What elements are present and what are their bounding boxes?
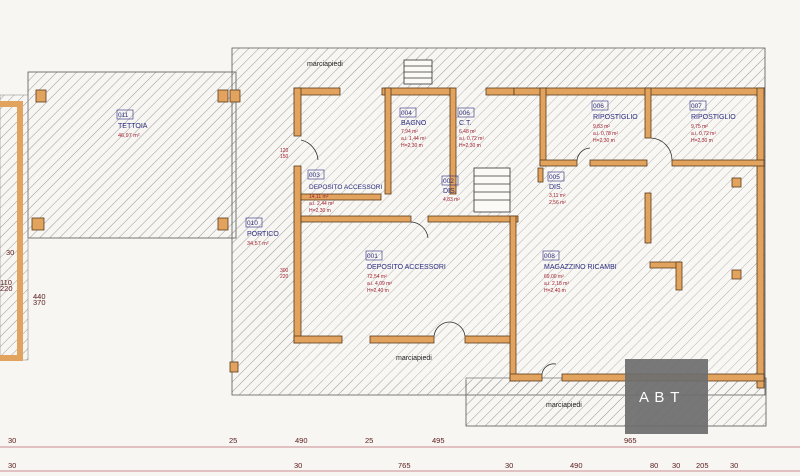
svg-text:30: 30 — [8, 436, 16, 445]
dimension-row-2: 30 30 765 30 490 80 30 205 30 — [8, 461, 738, 470]
svg-text:30: 30 — [6, 248, 14, 257]
svg-text:30: 30 — [8, 461, 16, 470]
svg-text:a.i. 4,09 m²: a.i. 4,09 m² — [367, 281, 392, 287]
svg-text:72,54 m²: 72,54 m² — [367, 274, 387, 280]
sidewalk-labels: marciapiedi marciapiedi marciapiedi — [307, 61, 582, 409]
svg-text:a.i. 2,44 m²: a.i. 2,44 m² — [309, 201, 334, 207]
svg-text:DEPOSITO ACCESSORI: DEPOSITO ACCESSORI — [367, 264, 446, 271]
svg-text:495: 495 — [432, 436, 445, 445]
svg-text:25: 25 — [365, 436, 373, 445]
svg-text:003: 003 — [309, 172, 320, 179]
svg-text:110: 110 — [0, 278, 12, 287]
svg-text:80: 80 — [650, 461, 658, 470]
abt-logo-text: A B T — [639, 389, 681, 406]
svg-text:46,97 m²: 46,97 m² — [118, 133, 140, 139]
svg-text:H=2,40 m: H=2,40 m — [367, 288, 389, 294]
side-dimensions: 120 150 300 220 110 220 440 370 30 — [0, 148, 289, 307]
svg-text:150: 150 — [280, 154, 289, 160]
svg-text:a.i. 0,72 m²: a.i. 0,72 m² — [459, 136, 484, 142]
svg-text:006: 006 — [593, 103, 604, 110]
svg-text:30: 30 — [294, 461, 302, 470]
svg-text:DIS.: DIS. — [549, 184, 563, 191]
abt-logo: A B T — [625, 359, 708, 434]
svg-text:DIS.: DIS. — [443, 188, 457, 195]
svg-text:H=2,30 m: H=2,30 m — [309, 208, 331, 214]
doors — [300, 137, 673, 375]
svg-text:001: 001 — [367, 253, 378, 260]
svg-text:25: 25 — [229, 436, 237, 445]
svg-text:DEPOSITO ACCESSORI: DEPOSITO ACCESSORI — [309, 184, 382, 191]
svg-text:H=2,30 m: H=2,30 m — [593, 138, 615, 144]
svg-text:004: 004 — [401, 110, 412, 117]
svg-text:BAGNO: BAGNO — [401, 120, 427, 127]
svg-text:9,83 m²: 9,83 m² — [593, 124, 610, 130]
svg-text:370: 370 — [33, 298, 46, 307]
svg-text:a.i. 0,72 m²: a.i. 0,72 m² — [691, 131, 716, 137]
svg-text:a.i. 2,18 m²: a.i. 2,18 m² — [544, 281, 569, 287]
svg-text:H=2,30 m: H=2,30 m — [459, 143, 481, 149]
svg-text:010: 010 — [247, 220, 258, 227]
svg-text:007: 007 — [691, 103, 702, 110]
svg-text:120: 120 — [280, 148, 289, 154]
room-008: 008 MAGAZZINO RICAMBI 69,00 m² a.i. 2,18… — [542, 250, 617, 294]
svg-text:MAGAZZINO RICAMBI: MAGAZZINO RICAMBI — [544, 264, 617, 271]
svg-text:TETTOIA: TETTOIA — [118, 123, 148, 130]
room-006-ripostiglio: 006 RIPOSTIGLIO 9,83 m² a.i. 0,78 m² H=2… — [591, 100, 638, 144]
room-007: 007 RIPOSTIGLIO 9,75 m² a.i. 0,72 m² H=2… — [689, 100, 736, 144]
svg-text:005: 005 — [549, 174, 560, 181]
svg-text:14,11 m²: 14,11 m² — [309, 194, 329, 200]
room-004: 004 BAGNO 7,94 m² a.i. 1,44 m² H=2,30 m — [399, 107, 427, 149]
svg-text:7,94 m²: 7,94 m² — [401, 129, 418, 135]
svg-text:34,57 m²: 34,57 m² — [247, 241, 269, 247]
svg-text:marciapiedi: marciapiedi — [396, 355, 432, 362]
svg-text:002: 002 — [443, 178, 454, 185]
svg-text:30: 30 — [672, 461, 680, 470]
svg-text:C.T.: C.T. — [459, 120, 472, 127]
room-010: 010 PORTICO 34,57 m² — [245, 217, 279, 247]
svg-text:RIPOSTIGLIO: RIPOSTIGLIO — [593, 114, 638, 121]
room-002: 002 DIS. 4,83 m² — [441, 175, 460, 203]
svg-text:006: 006 — [459, 110, 470, 117]
room-011: 011 TETTOIA 46,97 m² — [116, 109, 148, 139]
svg-text:6,48 m²: 6,48 m² — [459, 129, 476, 135]
svg-text:4,83 m²: 4,83 m² — [443, 197, 460, 203]
svg-text:300: 300 — [280, 268, 289, 274]
svg-text:RIPOSTIGLIO: RIPOSTIGLIO — [691, 114, 736, 121]
svg-text:marciapiedi: marciapiedi — [307, 61, 343, 68]
svg-text:marciapiedi: marciapiedi — [546, 402, 582, 409]
svg-text:PORTICO: PORTICO — [247, 231, 279, 238]
svg-text:30: 30 — [730, 461, 738, 470]
room-005: 005 DIS. 3,11 m² 2,56 m² — [547, 171, 566, 206]
room-006-ct: 006 C.T. 6,48 m² a.i. 0,72 m² H=2,30 m — [457, 107, 484, 149]
svg-text:440: 440 — [33, 292, 46, 301]
svg-text:a.i. 0,78 m²: a.i. 0,78 m² — [593, 131, 618, 137]
svg-text:30: 30 — [505, 461, 513, 470]
room-labels: 011 TETTOIA 46,97 m² 010 PORTICO 34,57 m… — [116, 100, 736, 294]
svg-text:H=2,40 m: H=2,40 m — [544, 288, 566, 294]
dimension-row-1: 30 25 490 25 495 965 — [8, 436, 637, 445]
dimension-lines — [0, 446, 800, 472]
svg-text:69,00 m²: 69,00 m² — [544, 274, 564, 280]
svg-text:205: 205 — [696, 461, 709, 470]
svg-text:9,75 m²: 9,75 m² — [691, 124, 708, 130]
svg-text:965: 965 — [624, 436, 637, 445]
svg-text:490: 490 — [295, 436, 308, 445]
svg-text:220: 220 — [0, 284, 13, 293]
room-001: 001 DEPOSITO ACCESSORI 72,54 m² a.i. 4,0… — [365, 250, 446, 294]
svg-text:765: 765 — [398, 461, 411, 470]
svg-text:a.i. 1,44 m²: a.i. 1,44 m² — [401, 136, 426, 142]
left-building — [0, 101, 23, 361]
svg-text:H=2,30 m: H=2,30 m — [401, 143, 423, 149]
svg-text:011: 011 — [118, 112, 129, 119]
staircase — [403, 59, 511, 213]
svg-text:008: 008 — [544, 253, 555, 260]
svg-text:3,11 m²: 3,11 m² — [549, 193, 566, 199]
svg-text:220: 220 — [280, 274, 289, 280]
room-003: 003 DEPOSITO ACCESSORI 14,11 m² a.i. 2,4… — [307, 169, 382, 214]
svg-text:H=2,30 m: H=2,30 m — [691, 138, 713, 144]
svg-text:2,56 m²: 2,56 m² — [549, 200, 566, 206]
svg-text:490: 490 — [570, 461, 583, 470]
